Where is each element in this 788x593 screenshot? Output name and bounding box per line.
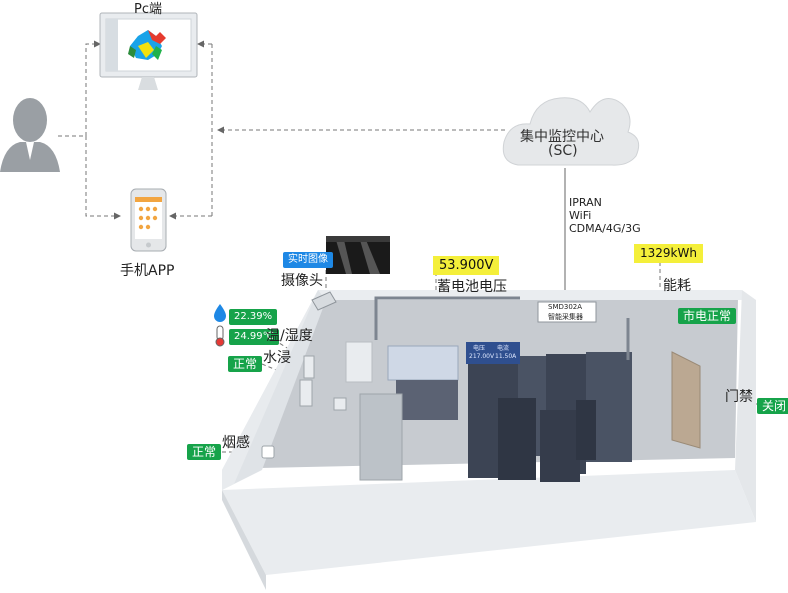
camera-badge[interactable]: 实时图像 — [283, 252, 333, 268]
energy-value: 1329kWh — [634, 244, 703, 263]
energy-label: 能耗 — [663, 278, 691, 294]
battery-voltage-value: 53.900V — [433, 256, 500, 275]
room-model — [222, 290, 756, 590]
pc-monitor-icon — [99, 12, 198, 90]
center-subtitle: (SC) — [548, 143, 578, 159]
camera-snapshot-image — [326, 236, 390, 274]
network-line-2: WiFi — [569, 209, 592, 222]
ups-panel-col1: 电压 — [473, 345, 486, 352]
door-label: 门禁 — [725, 389, 753, 405]
center-title: 集中监控中心 — [520, 129, 604, 145]
pc-label: Pc端 — [134, 2, 162, 17]
cloud-icon — [502, 97, 640, 166]
door-status-badge[interactable]: 关闭 — [757, 398, 788, 414]
mains-status-badge[interactable]: 市电正常 — [678, 308, 737, 324]
network-line-3: CDMA/4G/3G — [569, 222, 641, 235]
temperature-value-badge: 24.99℃ — [229, 329, 279, 345]
ups-panel-col2: 电流 — [497, 345, 510, 352]
water-label: 水浸 — [263, 350, 291, 366]
camera-label: 摄像头 — [281, 273, 323, 289]
smartphone-icon — [130, 188, 167, 252]
water-drop-icon — [214, 304, 226, 322]
network-line-1: IPRAN — [569, 196, 602, 209]
user-avatar-icon — [0, 98, 60, 172]
ups-panel-val1: 217.00V — [469, 353, 495, 360]
temperature-humidity-label: 温/湿度 — [266, 328, 313, 344]
smoke-status-badge[interactable]: 正常 — [187, 444, 222, 460]
mobile-label: 手机APP — [120, 263, 175, 279]
humidity-value-badge: 22.39% — [229, 309, 278, 325]
ups-panel-val2: 11.50A — [495, 353, 517, 360]
water-status-badge[interactable]: 正常 — [228, 356, 263, 372]
collector-name: 智能采集器 — [548, 313, 583, 321]
smoke-label: 烟感 — [222, 435, 250, 451]
thermometer-icon — [215, 325, 225, 347]
collector-model: SMD302A — [548, 303, 583, 311]
battery-voltage-label: 蓄电池电压 — [437, 279, 507, 295]
